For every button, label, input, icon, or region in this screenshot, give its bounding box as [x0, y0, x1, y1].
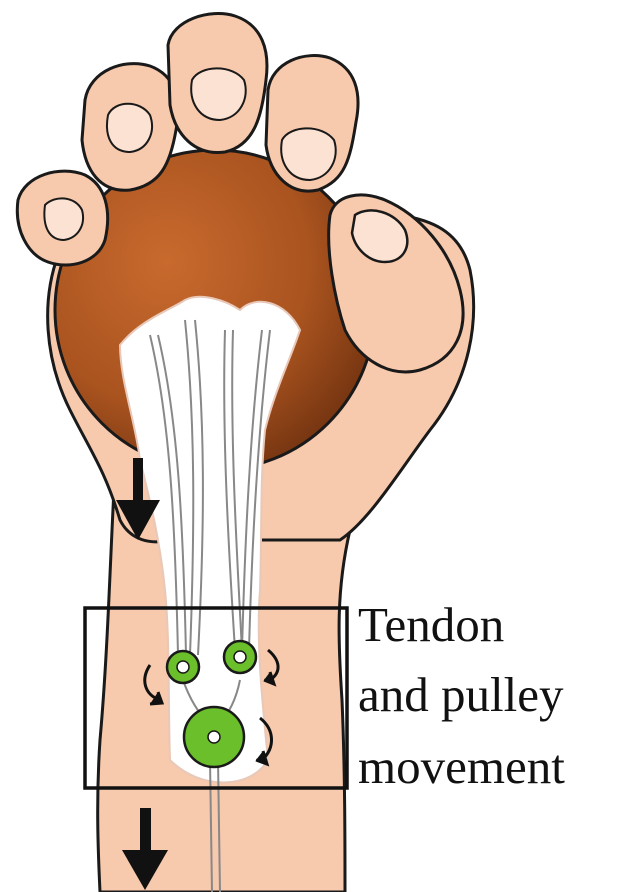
label-movement: movement — [358, 742, 565, 791]
label-and-pulley: and pulley — [358, 670, 563, 719]
label-tendon: Tendon — [358, 600, 504, 649]
